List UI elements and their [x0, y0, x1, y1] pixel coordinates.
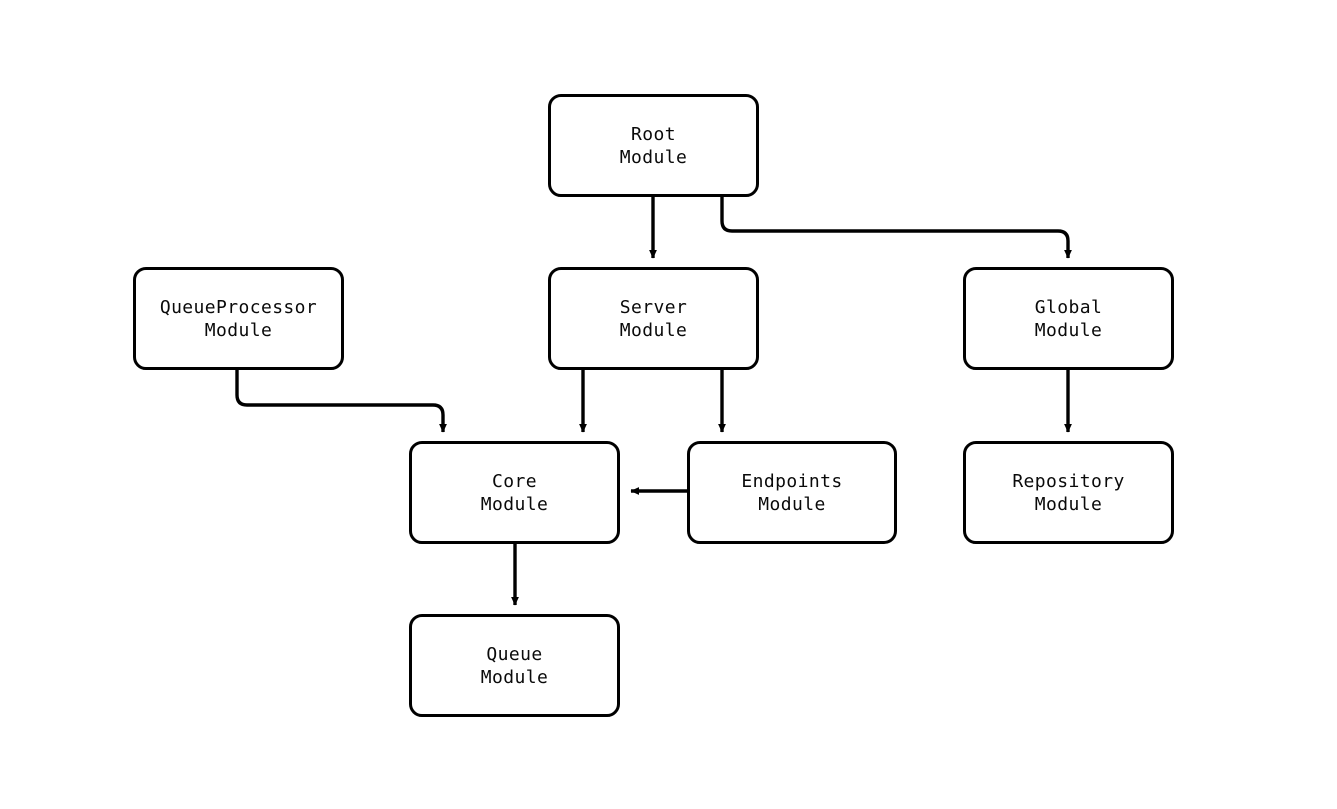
- node-label-line1: Queue: [486, 643, 543, 665]
- node-label-line1: QueueProcessor: [159, 296, 318, 318]
- node-label-line2: Module: [619, 319, 688, 341]
- node-queueprocessor-module[interactable]: QueueProcessor Module: [133, 267, 344, 370]
- node-repository-module[interactable]: Repository Module: [963, 441, 1174, 544]
- node-label-line1: Server: [619, 296, 688, 318]
- node-label-line1: Endpoints: [741, 470, 843, 492]
- node-global-module[interactable]: Global Module: [963, 267, 1174, 370]
- node-server-module[interactable]: Server Module: [548, 267, 759, 370]
- node-label-line2: Module: [480, 666, 549, 688]
- node-label-line2: Module: [204, 319, 273, 341]
- node-label-line2: Module: [1034, 493, 1103, 515]
- node-label-line1: Core: [492, 470, 537, 492]
- node-label-line2: Module: [619, 146, 688, 168]
- node-label-line2: Module: [1034, 319, 1103, 341]
- edge-root-global: [720, 197, 1072, 259]
- node-label-line2: Module: [758, 493, 826, 515]
- node-label-line1: Repository: [1012, 470, 1125, 492]
- edge-queueprocessor-core: [235, 370, 447, 433]
- node-label-line2: Module: [480, 493, 549, 515]
- node-label-line1: Root: [631, 123, 676, 145]
- node-core-module[interactable]: Core Module: [409, 441, 620, 544]
- node-root-module[interactable]: Root Module: [548, 94, 759, 197]
- node-queue-module[interactable]: Queue Module: [409, 614, 620, 717]
- node-label-line1: Global: [1034, 296, 1103, 318]
- node-endpoints-module[interactable]: Endpoints Module: [687, 441, 897, 544]
